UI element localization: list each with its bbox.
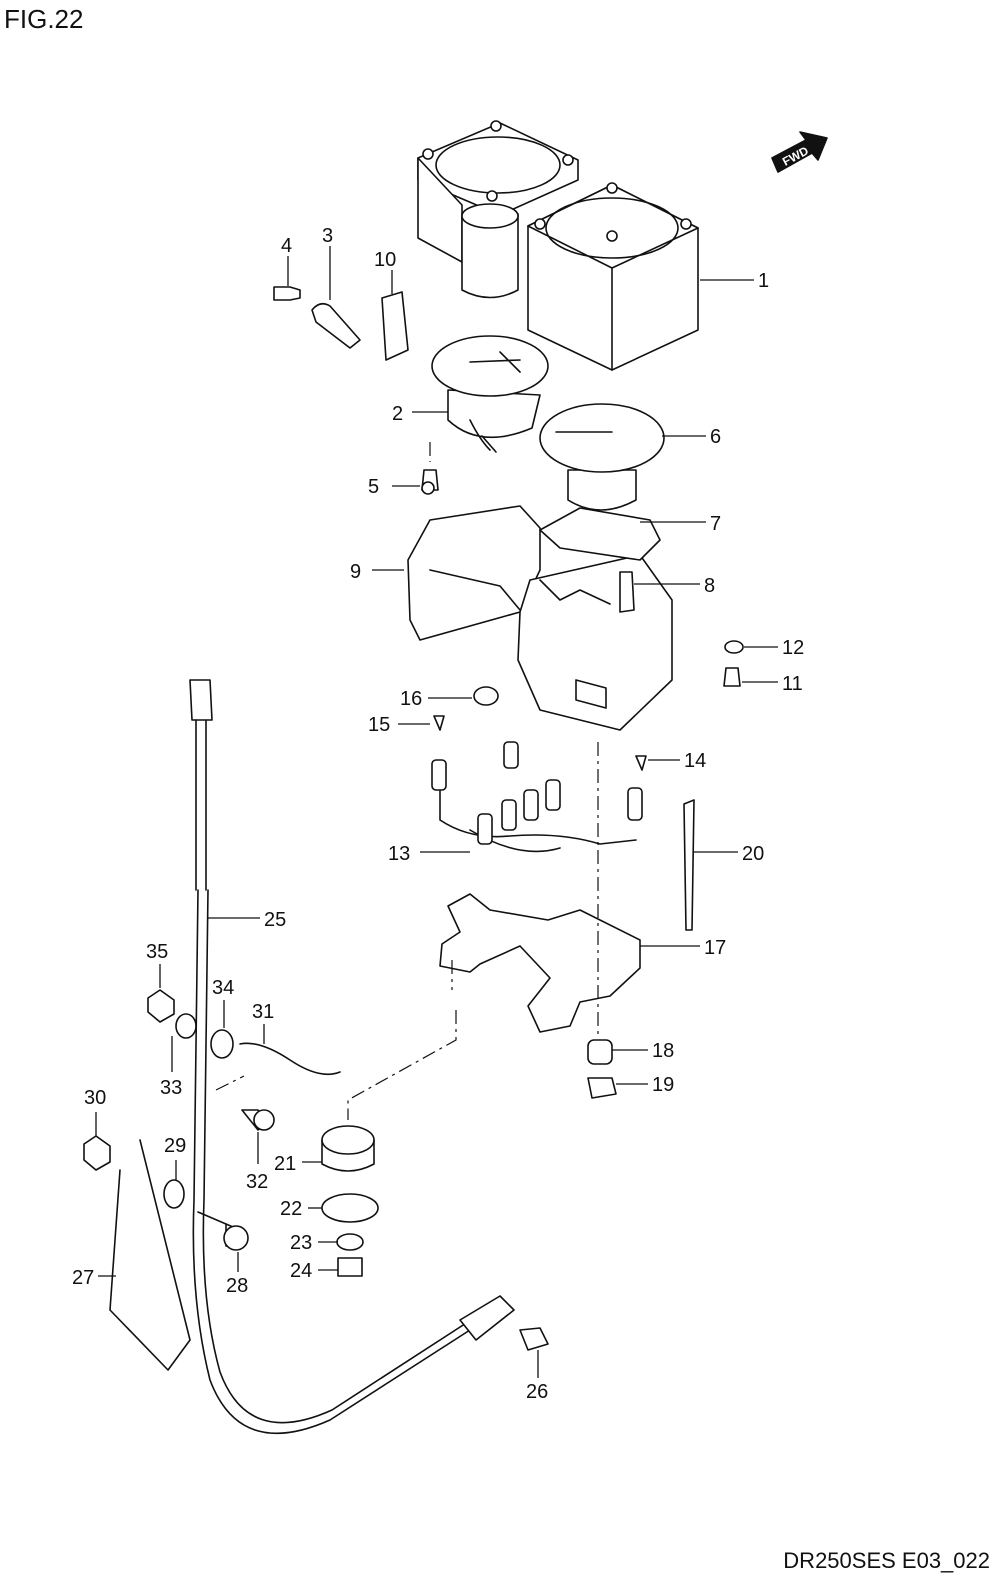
callout-13: 13 — [388, 843, 410, 865]
callout-4: 4 — [281, 235, 292, 257]
figure-title: FIG.22 — [4, 4, 84, 34]
callout-28: 28 — [226, 1275, 248, 1297]
callout-20: 20 — [742, 843, 764, 865]
tachometer-unit — [539, 403, 665, 511]
meter-case — [417, 120, 699, 371]
callout-21: 21 — [274, 1153, 296, 1175]
callout-9: 9 — [350, 561, 361, 583]
meter-bracket — [439, 893, 641, 1033]
callout-12: 12 — [782, 637, 804, 659]
cushion-and-nut — [587, 1039, 617, 1099]
callout-8: 8 — [704, 575, 715, 597]
callout-33: 33 — [160, 1077, 182, 1099]
callout-14: 14 — [684, 750, 706, 772]
callout-1: 1 — [758, 270, 769, 292]
forward-arrow-icon: FWD — [771, 131, 828, 173]
small-fasteners — [273, 286, 744, 771]
callout-10: 10 — [374, 249, 396, 271]
callout-7: 7 — [710, 513, 721, 535]
tie-band — [683, 799, 695, 931]
speedometer-unit — [431, 335, 549, 453]
callout-27: 27 — [72, 1267, 94, 1289]
callout-16: 16 — [400, 688, 422, 710]
diagram-code: DR250SES E03_022 — [783, 1548, 990, 1573]
callout-25: 25 — [264, 909, 286, 931]
bulb-socket-plate — [539, 507, 661, 561]
callout-11: 11 — [782, 673, 803, 695]
callout-3: 3 — [322, 225, 333, 247]
callout-labels: 1 2 3 4 5 6 7 8 9 10 11 12 13 14 15 16 1… — [72, 225, 804, 1403]
callout-24: 24 — [290, 1260, 312, 1282]
callout-2: 2 — [392, 403, 403, 425]
speedometer-cable — [189, 679, 515, 1435]
callout-26: 26 — [526, 1381, 548, 1403]
cable-guide-and-bolts — [83, 989, 549, 1371]
wire-harness — [431, 741, 643, 853]
callout-35: 35 — [146, 941, 168, 963]
assembly-lines — [215, 442, 599, 1120]
callout-18: 18 — [652, 1040, 674, 1062]
callout-31: 31 — [252, 1001, 274, 1023]
callout-34: 34 — [212, 977, 234, 999]
callout-17: 17 — [704, 937, 726, 959]
callout-19: 19 — [652, 1074, 674, 1096]
callout-15: 15 — [368, 714, 390, 736]
leader-lines — [95, 246, 778, 1378]
callout-6: 6 — [710, 426, 721, 448]
callout-29: 29 — [164, 1135, 186, 1157]
callout-22: 22 — [280, 1198, 302, 1220]
callout-32: 32 — [246, 1171, 268, 1193]
callout-30: 30 — [84, 1087, 106, 1109]
callout-23: 23 — [290, 1232, 312, 1254]
callout-5: 5 — [368, 476, 379, 498]
damper-stack — [321, 1125, 379, 1277]
